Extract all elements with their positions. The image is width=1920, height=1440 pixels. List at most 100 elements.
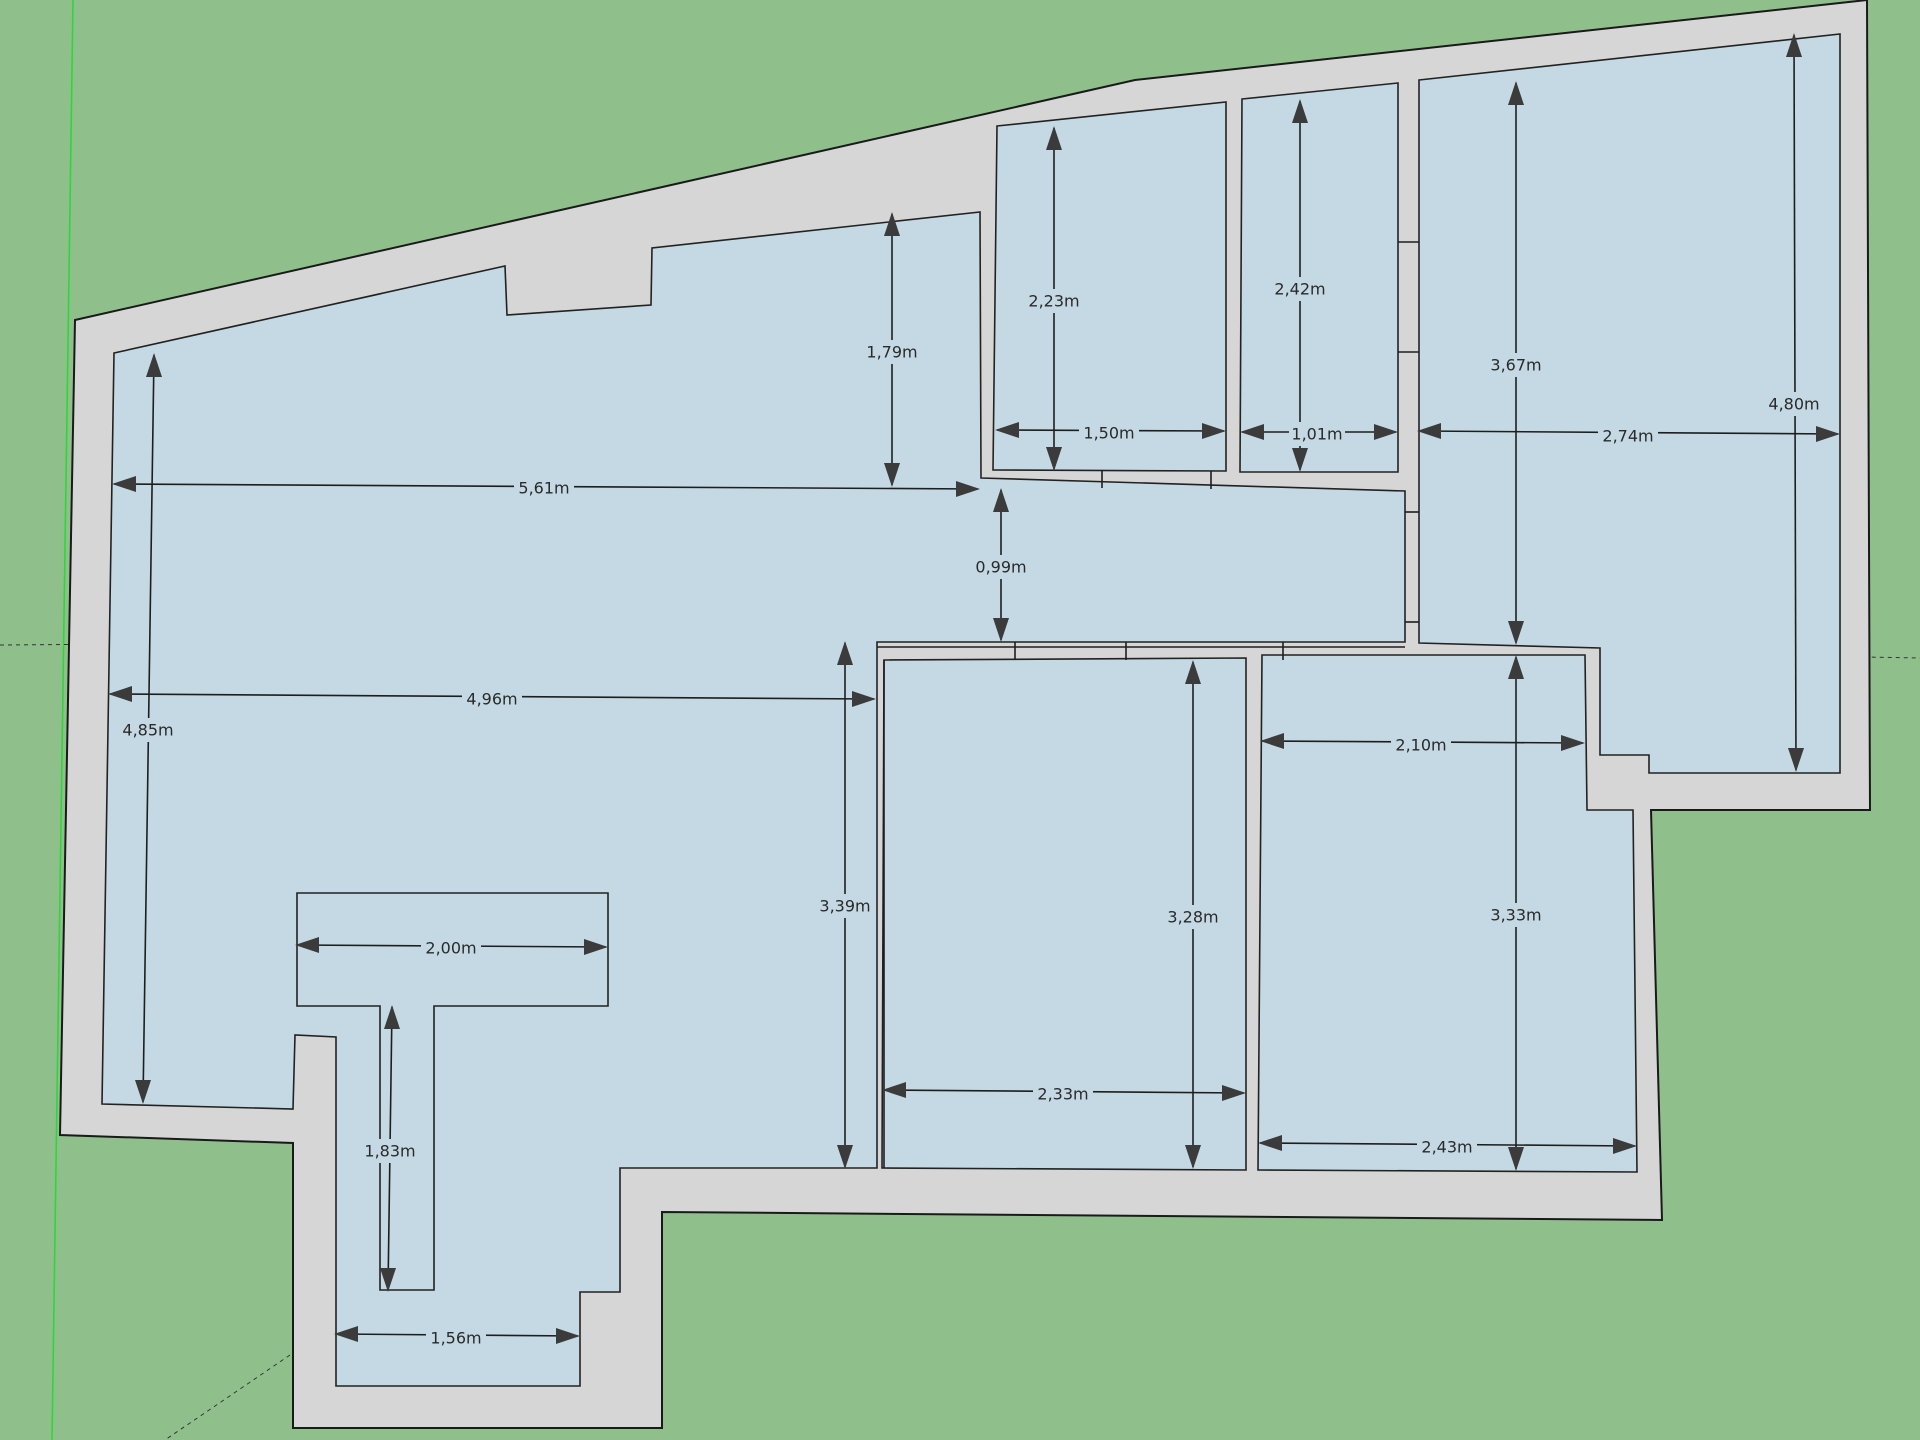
dimension-d10: 2,23m (1024, 126, 1084, 471)
dimension-label-bg (1598, 424, 1658, 448)
diagonal-axis-dashed-line (164, 1354, 291, 1440)
dimension-label: 3,39m (819, 897, 870, 916)
arrowhead-icon (1786, 33, 1802, 57)
arrowhead-icon (837, 641, 853, 665)
dimension-label: 2,42m (1274, 280, 1325, 299)
dimension-label: 1,83m (364, 1142, 415, 1161)
arrowhead-icon (1185, 660, 1201, 684)
dimension-label: 3,28m (1167, 908, 1218, 927)
arrowhead-icon (380, 1268, 396, 1292)
dimension-label-bg (1764, 392, 1824, 416)
arrowhead-icon (1417, 423, 1441, 439)
stair-block (296, 892, 609, 1291)
arrowhead-icon (108, 686, 132, 702)
dimension-label-bg (815, 894, 875, 918)
dimension-d3: 4,85m (118, 353, 178, 1104)
dimension-d7: 1,56m (334, 1326, 580, 1350)
arrowhead-icon (584, 939, 608, 955)
dimension-label-bg (1079, 421, 1139, 445)
dimension-label: 1,56m (430, 1329, 481, 1348)
arrowhead-icon (956, 481, 980, 497)
dimension-label-bg (971, 555, 1031, 579)
arrowhead-icon (112, 476, 136, 492)
arrowhead-icon (852, 691, 876, 707)
dimension-label-bg (421, 936, 481, 960)
arrowhead-icon (135, 1080, 151, 1104)
arrowhead-icon (1816, 426, 1840, 442)
dimension-d14: 3,67m (1486, 81, 1546, 645)
dimension-label-bg (1270, 277, 1330, 301)
arrowhead-icon (1260, 733, 1284, 749)
dimension-d9: 0,99m (971, 488, 1031, 642)
dimension-label: 0,99m (975, 558, 1026, 577)
dimension-label-bg (1289, 422, 1345, 446)
dimension-label: 4,85m (122, 721, 173, 740)
dimension-label: 2,00m (425, 939, 476, 958)
dimension-d21: 2,43m (1258, 1135, 1637, 1159)
arrowhead-icon (993, 618, 1009, 642)
arrowhead-icon (1202, 423, 1226, 439)
dimension-label: 3,33m (1490, 906, 1541, 925)
dimension-label: 2,74m (1602, 427, 1653, 446)
arrowhead-icon (1613, 1138, 1637, 1154)
arrowhead-icon (1561, 735, 1585, 751)
dimension-label-bg (1417, 1135, 1477, 1159)
arrowhead-icon (1508, 1147, 1524, 1171)
arrowhead-icon (1046, 126, 1062, 150)
dimension-label-bg (1486, 903, 1546, 927)
arrowhead-icon (837, 1145, 853, 1169)
dimension-d13: 1,01m (1240, 422, 1398, 446)
dimension-d19: 2,10m (1260, 733, 1585, 757)
arrowhead-icon (993, 488, 1009, 512)
dimension-label-bg (1033, 1082, 1093, 1106)
dimension-label: 1,50m (1083, 424, 1134, 443)
dimension-label: 1,79m (866, 343, 917, 362)
dimension-d2: 1,79m (862, 212, 922, 487)
dimension-label-bg (1163, 905, 1223, 929)
arrowhead-icon (1046, 447, 1062, 471)
arrowhead-icon (1292, 99, 1308, 123)
dimension-label-bg (862, 340, 922, 364)
dimension-label-bg (1391, 733, 1451, 757)
dimension-d18: 2,33m (882, 1082, 1246, 1106)
arrowhead-icon (884, 463, 900, 487)
arrowhead-icon (146, 353, 162, 377)
door-openings (877, 241, 1419, 1168)
arrowhead-icon (995, 422, 1019, 438)
room-large-top-right (1418, 33, 1841, 774)
dimension-label-bg (1024, 289, 1084, 313)
arrowhead-icon (1374, 424, 1398, 440)
dimension-d4: 4,96m (108, 686, 876, 711)
dimension-d1: 5,61m (112, 476, 980, 500)
arrowhead-icon (1222, 1085, 1246, 1101)
dimension-label-bg (462, 687, 522, 711)
dimension-label-bg (514, 476, 574, 500)
dimension-label-bg (426, 1326, 486, 1350)
dimension-label: 3,67m (1490, 356, 1541, 375)
dimension-d8: 3,39m (815, 641, 875, 1169)
dimension-label: 1,01m (1291, 425, 1342, 444)
dimension-d15: 2,74m (1417, 423, 1840, 448)
room-small-1 (992, 101, 1227, 472)
dimension-label: 5,61m (518, 479, 569, 498)
arrowhead-icon (295, 937, 319, 953)
dimension-label: 2,33m (1037, 1085, 1088, 1104)
arrowhead-icon (1788, 748, 1804, 772)
dimension-d11: 1,50m (995, 421, 1226, 445)
dimension-label-bg (118, 718, 178, 742)
dimension-label-bg (1486, 353, 1546, 377)
dimension-label: 2,10m (1395, 736, 1446, 755)
dimension-d5: 2,00m (295, 936, 608, 960)
room-bottom-right (1257, 654, 1638, 1173)
dimension-d20: 3,33m (1486, 655, 1546, 1171)
arrowhead-icon (882, 1082, 906, 1098)
arrowhead-icon (1258, 1135, 1282, 1151)
dimension-label: 2,43m (1421, 1138, 1472, 1157)
dimension-label-bg (360, 1139, 420, 1163)
dimension-label: 4,80m (1768, 395, 1819, 414)
arrowhead-icon (334, 1326, 358, 1342)
arrowhead-icon (1292, 448, 1308, 472)
arrowhead-icon (1185, 1145, 1201, 1169)
dimension-label: 2,23m (1028, 292, 1079, 311)
